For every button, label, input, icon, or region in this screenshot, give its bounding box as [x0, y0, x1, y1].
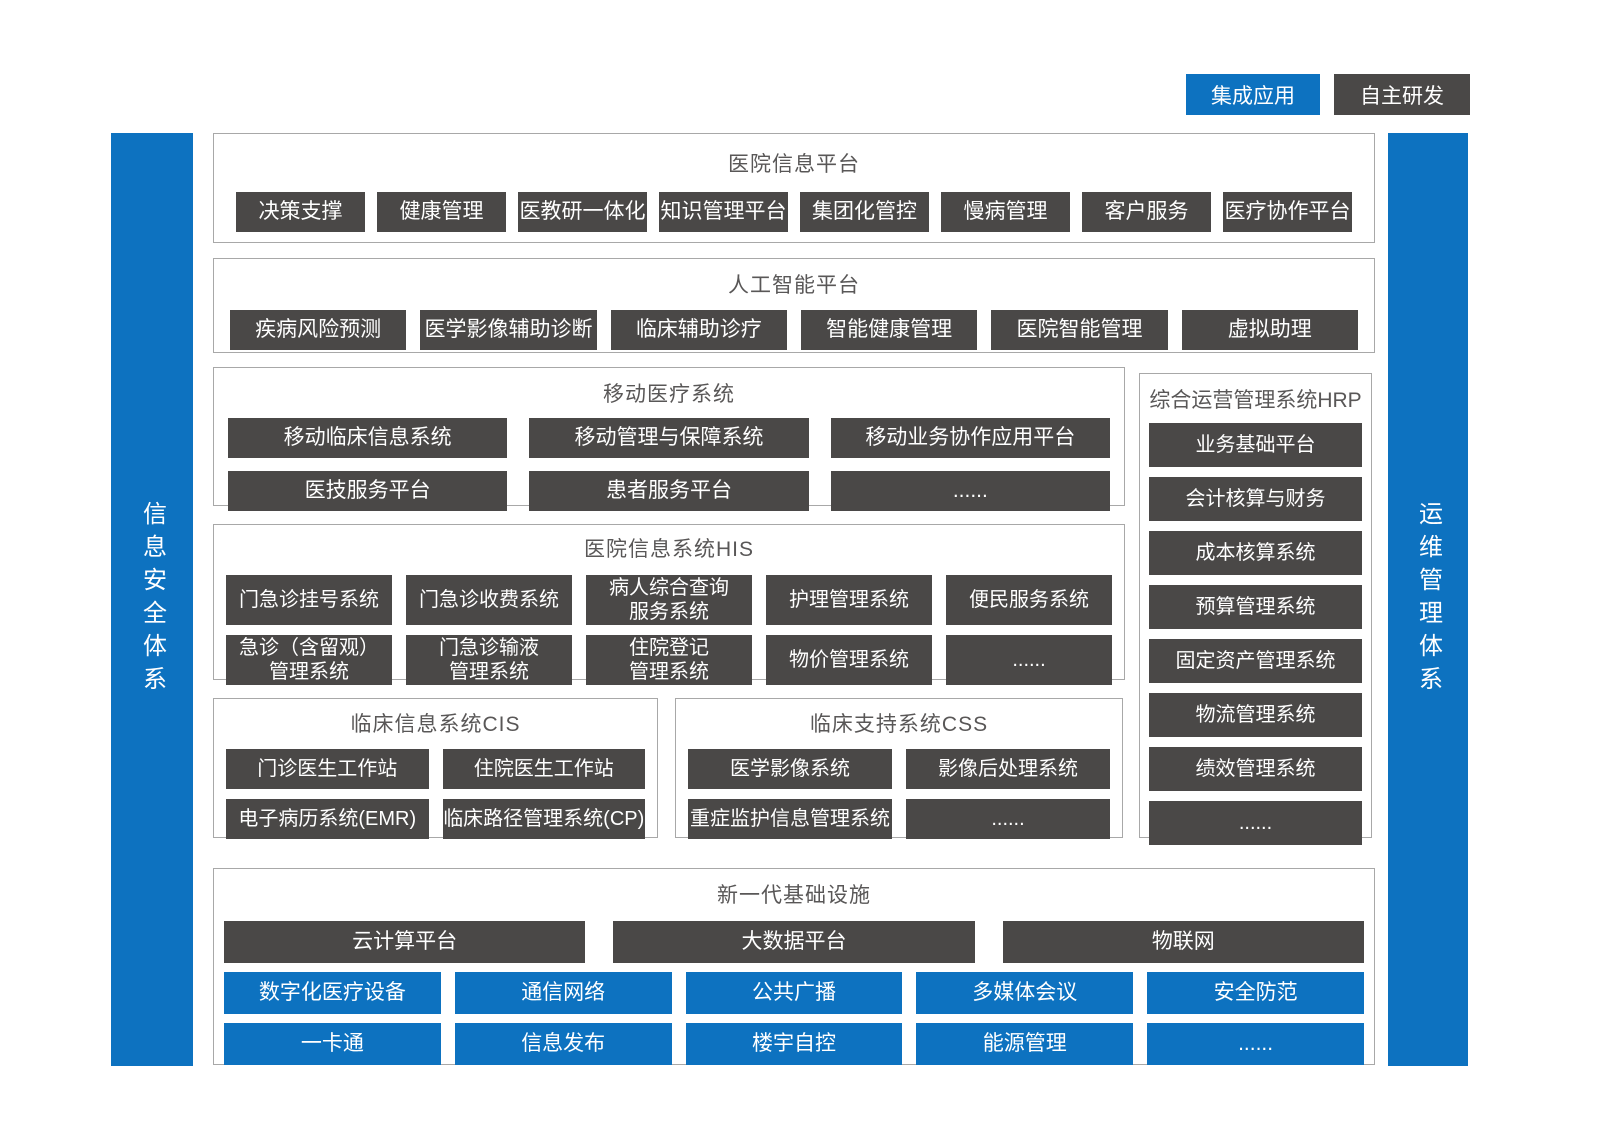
- diagram-block: 电子病历系统(EMR): [226, 799, 429, 839]
- diagram-block: 成本核算系统: [1149, 531, 1362, 575]
- diagram-block: 信息发布: [454, 1023, 672, 1065]
- section-title: 新一代基础设施: [717, 884, 871, 907]
- diagram-block: 患者服务平台: [529, 471, 809, 511]
- block-column: 业务基础平台 会计核算与财务 成本核算系统 预算管理系统 固定资产管理系统 物流…: [1149, 423, 1362, 845]
- diagram-block: 门急诊输液 管理系统: [406, 635, 572, 685]
- section-title: 综合运营管理系统HRP: [1149, 389, 1362, 412]
- diagram-block: 医技服务平台: [228, 471, 508, 511]
- diagram-block: ......: [946, 635, 1112, 685]
- diagram-block: 影像后处理系统: [906, 749, 1110, 789]
- block-row: 医学影像系统 影像后处理系统: [688, 749, 1110, 789]
- block-row: 门急诊挂号系统 门急诊收费系统 病人综合查询 服务系统 护理管理系统 便民服务系…: [226, 575, 1112, 625]
- block-row: 急诊（含留观） 管理系统 门急诊输液 管理系统 住院登记 管理系统 物价管理系统…: [226, 635, 1112, 685]
- section-title: 人工智能平台: [728, 274, 860, 297]
- diagram-block: 一卡通: [224, 1023, 441, 1065]
- section-hospital-info-platform: 医院信息平台 决策支撑 健康管理 医教研一体化 知识管理平台 集团化管控 慢病管…: [213, 133, 1375, 243]
- diagram-block: 物联网: [1002, 921, 1364, 963]
- section-title: 医院信息系统HIS: [583, 538, 754, 561]
- diagram-block: 决策支撑: [236, 192, 365, 232]
- diagram-block: 便民服务系统: [946, 575, 1112, 625]
- diagram-block: 云计算平台: [224, 921, 586, 963]
- diagram-block: 护理管理系统: [766, 575, 932, 625]
- block-row: 医技服务平台 患者服务平台 ......: [228, 471, 1110, 511]
- section-title: 临床支持系统CSS: [809, 713, 989, 736]
- diagram-block: 虚拟助理: [1181, 310, 1358, 350]
- diagram-block: 物价管理系统: [766, 635, 932, 685]
- diagram-block: 医教研一体化: [518, 192, 647, 232]
- block-row: 疾病风险预测 医学影像辅助诊断 临床辅助诊疗 智能健康管理 医院智能管理 虚拟助…: [230, 310, 1358, 350]
- diagram-block: 移动临床信息系统: [228, 418, 508, 458]
- diagram-block: 业务基础平台: [1149, 423, 1362, 467]
- diagram-block: 集团化管控: [800, 192, 929, 232]
- diagram-block: 临床辅助诊疗: [610, 310, 787, 350]
- diagram-block: 绩效管理系统: [1149, 747, 1362, 791]
- diagram-block: 慢病管理: [941, 192, 1070, 232]
- section-cis: 临床信息系统CIS 门诊医生工作站 住院医生工作站 电子病历系统(EMR) 临床…: [213, 698, 658, 839]
- diagram-block: 预算管理系统: [1149, 585, 1362, 629]
- diagram-block: ......: [1147, 1023, 1364, 1065]
- diagram-block: ......: [830, 471, 1110, 511]
- section-title: 临床信息系统CIS: [350, 713, 521, 736]
- diagram-block: 健康管理: [377, 192, 506, 232]
- block-row: 重症监护信息管理系统 ......: [688, 799, 1110, 839]
- diagram-block: 安全防范: [1147, 972, 1364, 1014]
- sidebar-operations-management: 运维管理体系: [1388, 133, 1468, 1066]
- diagram-block: ......: [906, 799, 1110, 839]
- block-row: 决策支撑 健康管理 医教研一体化 知识管理平台 集团化管控 慢病管理 客户服务 …: [236, 192, 1352, 232]
- diagram-block: 知识管理平台: [659, 192, 788, 232]
- diagram-block: 客户服务: [1082, 192, 1211, 232]
- diagram-block: 病人综合查询 服务系统: [586, 575, 752, 625]
- diagram-block: 住院登记 管理系统: [586, 635, 752, 685]
- diagram-block: 住院医生工作站: [442, 749, 645, 789]
- sidebar-label: 信息安全体系: [138, 500, 166, 699]
- block-row: 电子病历系统(EMR) 临床路径管理系统(CP): [226, 799, 645, 839]
- diagram-block: 会计核算与财务: [1149, 477, 1362, 521]
- diagram-block: 能源管理: [916, 1023, 1134, 1065]
- legend-self-developed: 自主研发: [1334, 74, 1470, 115]
- diagram-block: 大数据平台: [613, 921, 975, 963]
- diagram-block: 急诊（含留观） 管理系统: [226, 635, 392, 685]
- diagram-block: 医学影像系统: [688, 749, 892, 789]
- diagram-block: 重症监护信息管理系统: [688, 799, 892, 839]
- section-infrastructure: 新一代基础设施 云计算平台 大数据平台 物联网 数字化医疗设备 通信网络 公共广…: [213, 868, 1375, 1065]
- sidebar-information-security: 信息安全体系: [111, 133, 193, 1066]
- diagram-block: 通信网络: [454, 972, 672, 1014]
- diagram-block: 楼宇自控: [685, 1023, 903, 1065]
- legend-integrated-application: 集成应用: [1186, 74, 1320, 115]
- block-row: 云计算平台 大数据平台 物联网: [224, 921, 1364, 963]
- section-css: 临床支持系统CSS 医学影像系统 影像后处理系统 重症监护信息管理系统 ....…: [675, 698, 1123, 839]
- diagram-block: 门诊医生工作站: [226, 749, 429, 789]
- block-row: 一卡通 信息发布 楼宇自控 能源管理 ......: [224, 1023, 1364, 1065]
- diagram-block: 医疗协作平台: [1223, 192, 1352, 232]
- diagram-block: 医学影像辅助诊断: [420, 310, 597, 350]
- block-row: 移动临床信息系统 移动管理与保障系统 移动业务协作应用平台: [228, 418, 1110, 458]
- section-title: 移动医疗系统: [603, 383, 735, 406]
- section-title: 医院信息平台: [728, 153, 860, 176]
- diagram-block: 门急诊挂号系统: [226, 575, 392, 625]
- diagram-block: 移动业务协作应用平台: [830, 418, 1110, 458]
- diagram-block: 数字化医疗设备: [224, 972, 441, 1014]
- sidebar-label: 运维管理体系: [1414, 500, 1442, 699]
- diagram-block: 临床路径管理系统(CP): [442, 799, 645, 839]
- diagram-block: ......: [1149, 801, 1362, 845]
- section-hrp: 综合运营管理系统HRP 业务基础平台 会计核算与财务 成本核算系统 预算管理系统…: [1139, 373, 1372, 845]
- block-row: 数字化医疗设备 通信网络 公共广播 多媒体会议 安全防范: [224, 972, 1364, 1014]
- diagram-block: 多媒体会议: [916, 972, 1134, 1014]
- section-ai-platform: 人工智能平台 疾病风险预测 医学影像辅助诊断 临床辅助诊疗 智能健康管理 医院智…: [213, 258, 1375, 353]
- diagram-block: 医院智能管理: [991, 310, 1168, 350]
- diagram-block: 固定资产管理系统: [1149, 639, 1362, 683]
- section-mobile-medical: 移动医疗系统 移动临床信息系统 移动管理与保障系统 移动业务协作应用平台 医技服…: [213, 367, 1125, 511]
- block-row: 门诊医生工作站 住院医生工作站: [226, 749, 645, 789]
- section-his: 医院信息系统HIS 门急诊挂号系统 门急诊收费系统 病人综合查询 服务系统 护理…: [213, 524, 1125, 685]
- diagram-block: 移动管理与保障系统: [529, 418, 809, 458]
- diagram-block: 智能健康管理: [800, 310, 978, 350]
- diagram-block: 物流管理系统: [1149, 693, 1362, 737]
- diagram-block: 公共广播: [685, 972, 903, 1014]
- diagram-block: 门急诊收费系统: [406, 575, 572, 625]
- diagram-block: 疾病风险预测: [230, 310, 407, 350]
